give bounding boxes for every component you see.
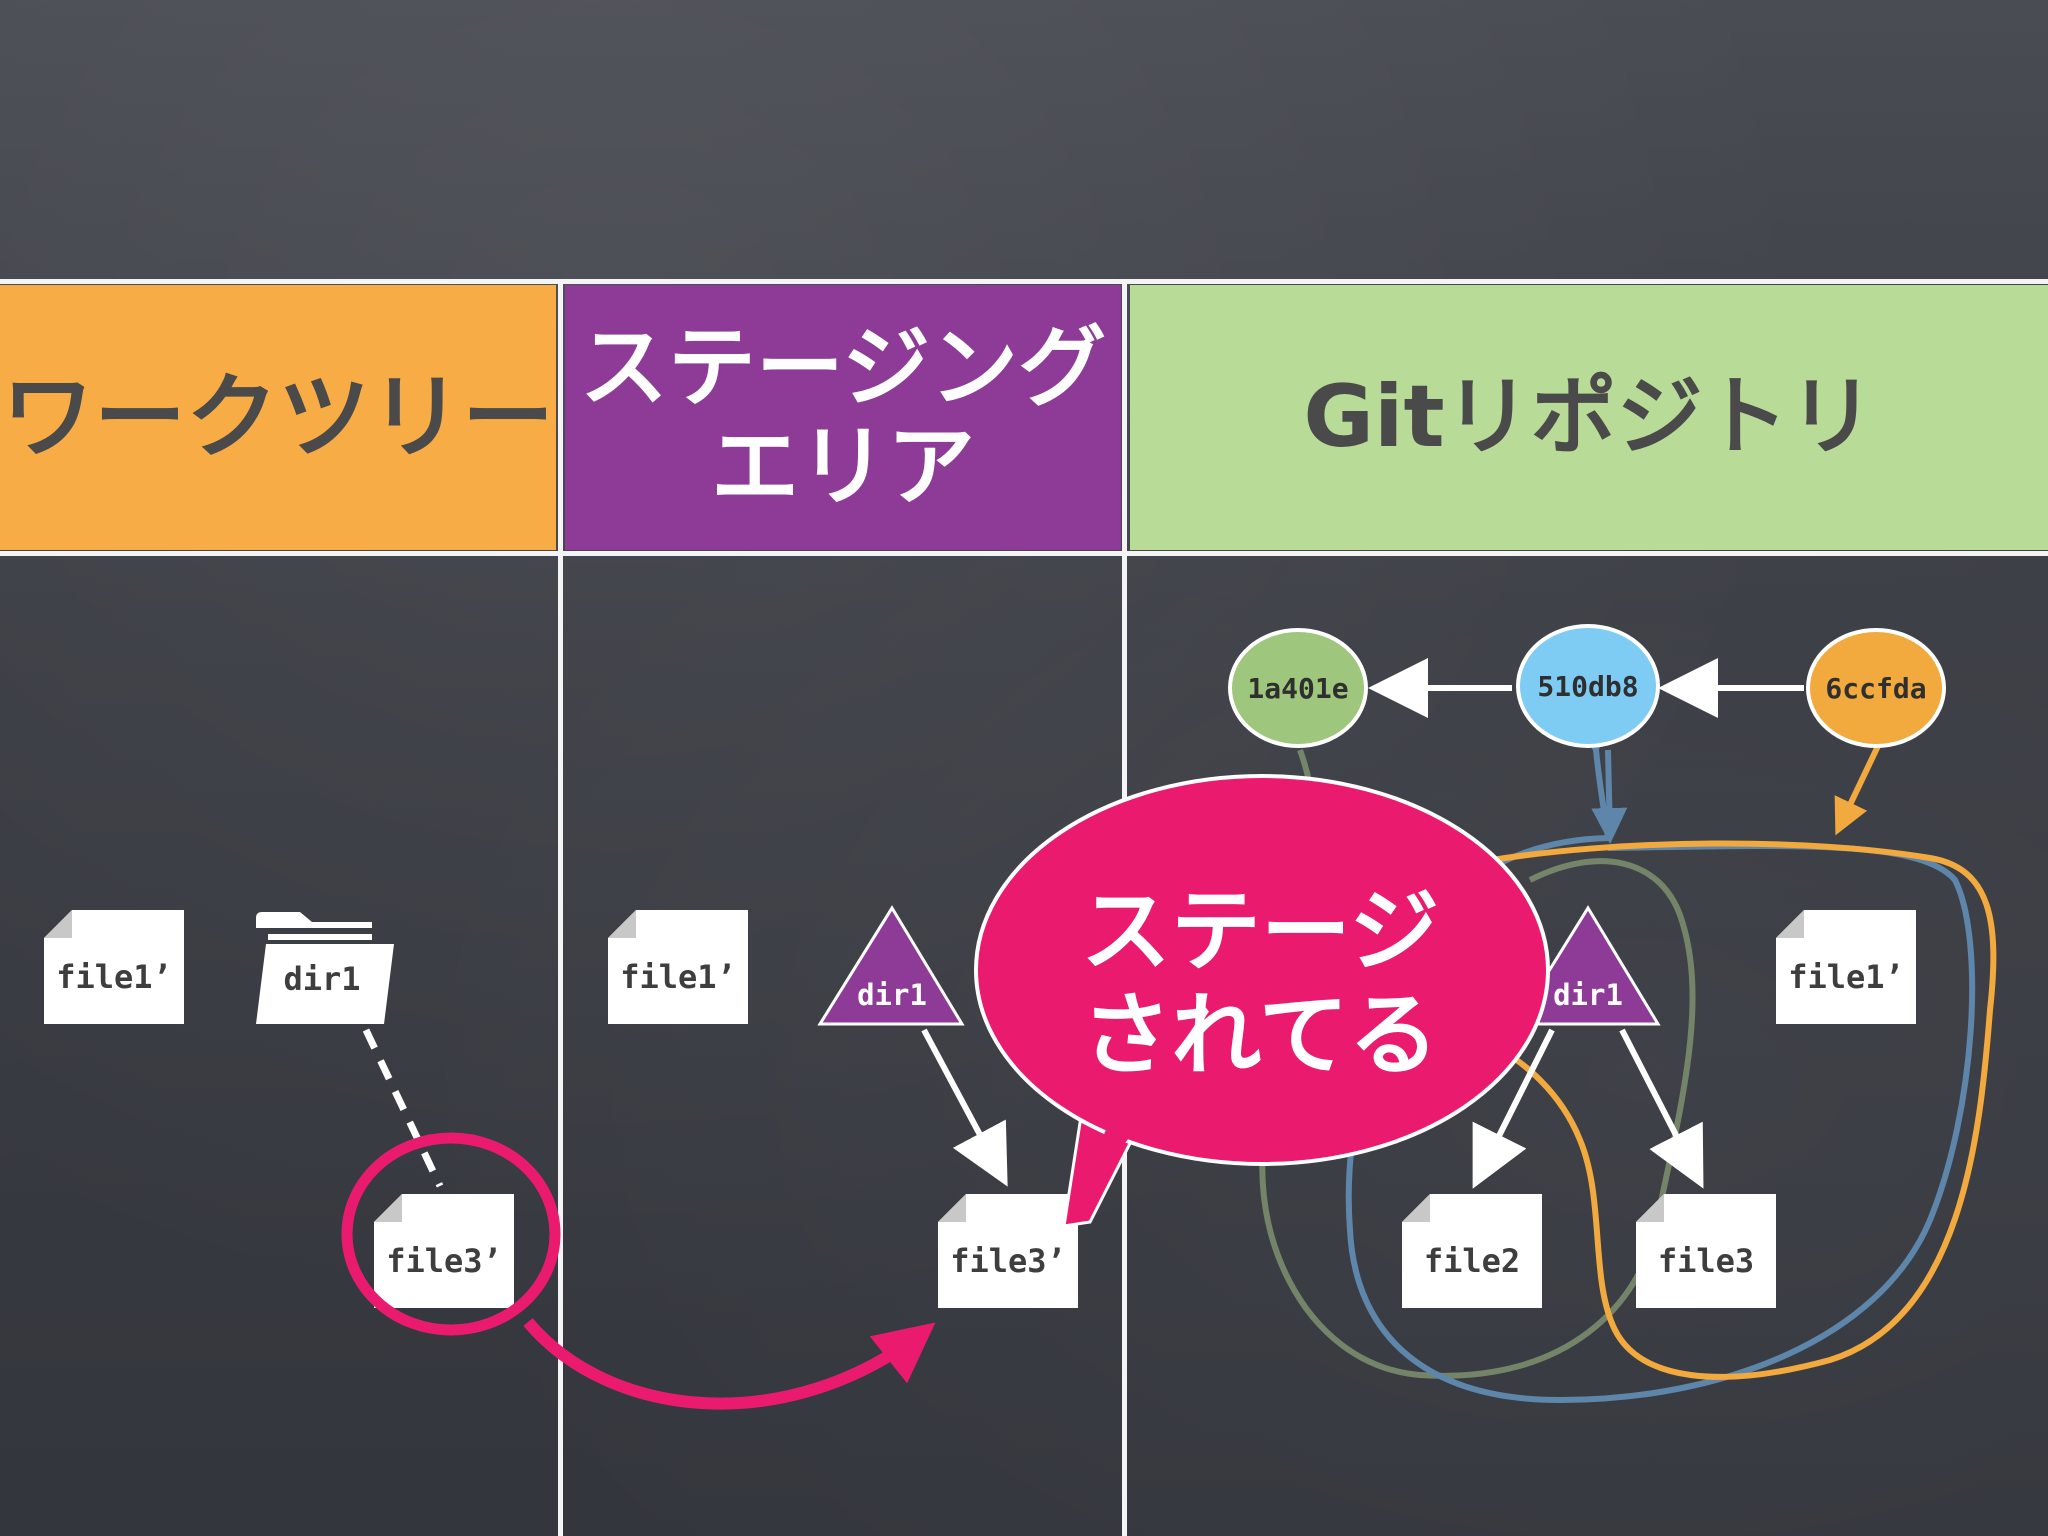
header-staging-label-line1: ステージング xyxy=(579,315,1107,419)
repo-file1-doc: file1’ xyxy=(1776,910,1916,1024)
snapshot-6ccfda-loop xyxy=(1479,840,1997,1380)
st-file3-doc: file3’ xyxy=(938,1194,1078,1308)
commit-510db8-node: 510db8 xyxy=(1516,624,1660,748)
st-dir1-tree: dir1 xyxy=(817,905,965,1026)
commit-510db8-tree-pointer xyxy=(1591,749,1628,844)
st-file1-doc: file1’ xyxy=(608,910,748,1024)
wt-dir1-folder-icon: dir1 xyxy=(256,912,394,1024)
commit-6ccfda-tree-pointer xyxy=(1834,744,1881,836)
repo-dir1-to-file3-arrow xyxy=(1619,1028,1704,1189)
staged-callout-bubble xyxy=(974,774,1550,1228)
header-repository: Gitリポジトリ xyxy=(1130,285,2048,550)
commit-510db8-label: 510db8 xyxy=(1537,670,1638,703)
commit-1a401e-node: 1a401e xyxy=(1228,628,1368,748)
header-staging-label-line2: エリア xyxy=(710,414,975,518)
header-working-tree-label: ワークツリー xyxy=(1,363,554,471)
header-working-tree: ワークツリー xyxy=(0,285,556,550)
st-file3-label: file3’ xyxy=(950,1242,1066,1280)
top-divider xyxy=(0,279,2048,284)
st-dir1-to-file3-arrow xyxy=(921,1028,1008,1187)
header-divider xyxy=(0,551,2048,556)
wt-file3-highlight-circle xyxy=(341,1132,561,1336)
wt-file3-doc: file3’ xyxy=(374,1194,514,1308)
wt-file3-label: file3’ xyxy=(386,1242,502,1280)
callout-line1: ステージ xyxy=(1080,879,1440,984)
wt-file1-label: file1’ xyxy=(56,958,172,996)
repo-dir1-to-file2-arrow xyxy=(1472,1028,1555,1189)
commit-6ccfda-label: 6ccfda xyxy=(1825,672,1926,705)
repo-dir1-tree: dir1 xyxy=(1513,905,1661,1026)
repo-file1-label: file1’ xyxy=(1788,958,1904,996)
wt-file1-doc: file1’ xyxy=(44,910,184,1024)
column-divider-1 xyxy=(558,280,563,1536)
repo-file3-doc: file3 xyxy=(1636,1194,1776,1308)
add-to-staging-arrow xyxy=(523,1318,936,1410)
repo-file3-label: file3 xyxy=(1658,1242,1754,1280)
st-file1-label: file1’ xyxy=(620,958,736,996)
header-repository-label: Gitリポジトリ xyxy=(1303,367,1875,468)
commit-6ccfda-node: 6ccfda xyxy=(1806,628,1946,748)
wt-dir1-to-file3-dashed-link xyxy=(362,1028,444,1188)
header-staging-area: ステージング エリア xyxy=(565,285,1121,550)
wt-dir1-label: dir1 xyxy=(283,960,360,998)
repo-file2-label: file2 xyxy=(1424,1242,1520,1280)
st-dir1-label: dir1 xyxy=(857,978,927,1012)
callout-line2: されてる xyxy=(1081,982,1439,1088)
staged-callout-text: ステージ されてる xyxy=(1020,880,1500,1087)
commit-1a401e-label: 1a401e xyxy=(1247,672,1348,705)
repo-file2-doc: file2 xyxy=(1402,1194,1542,1308)
repo-dir1-label: dir1 xyxy=(1553,978,1623,1012)
